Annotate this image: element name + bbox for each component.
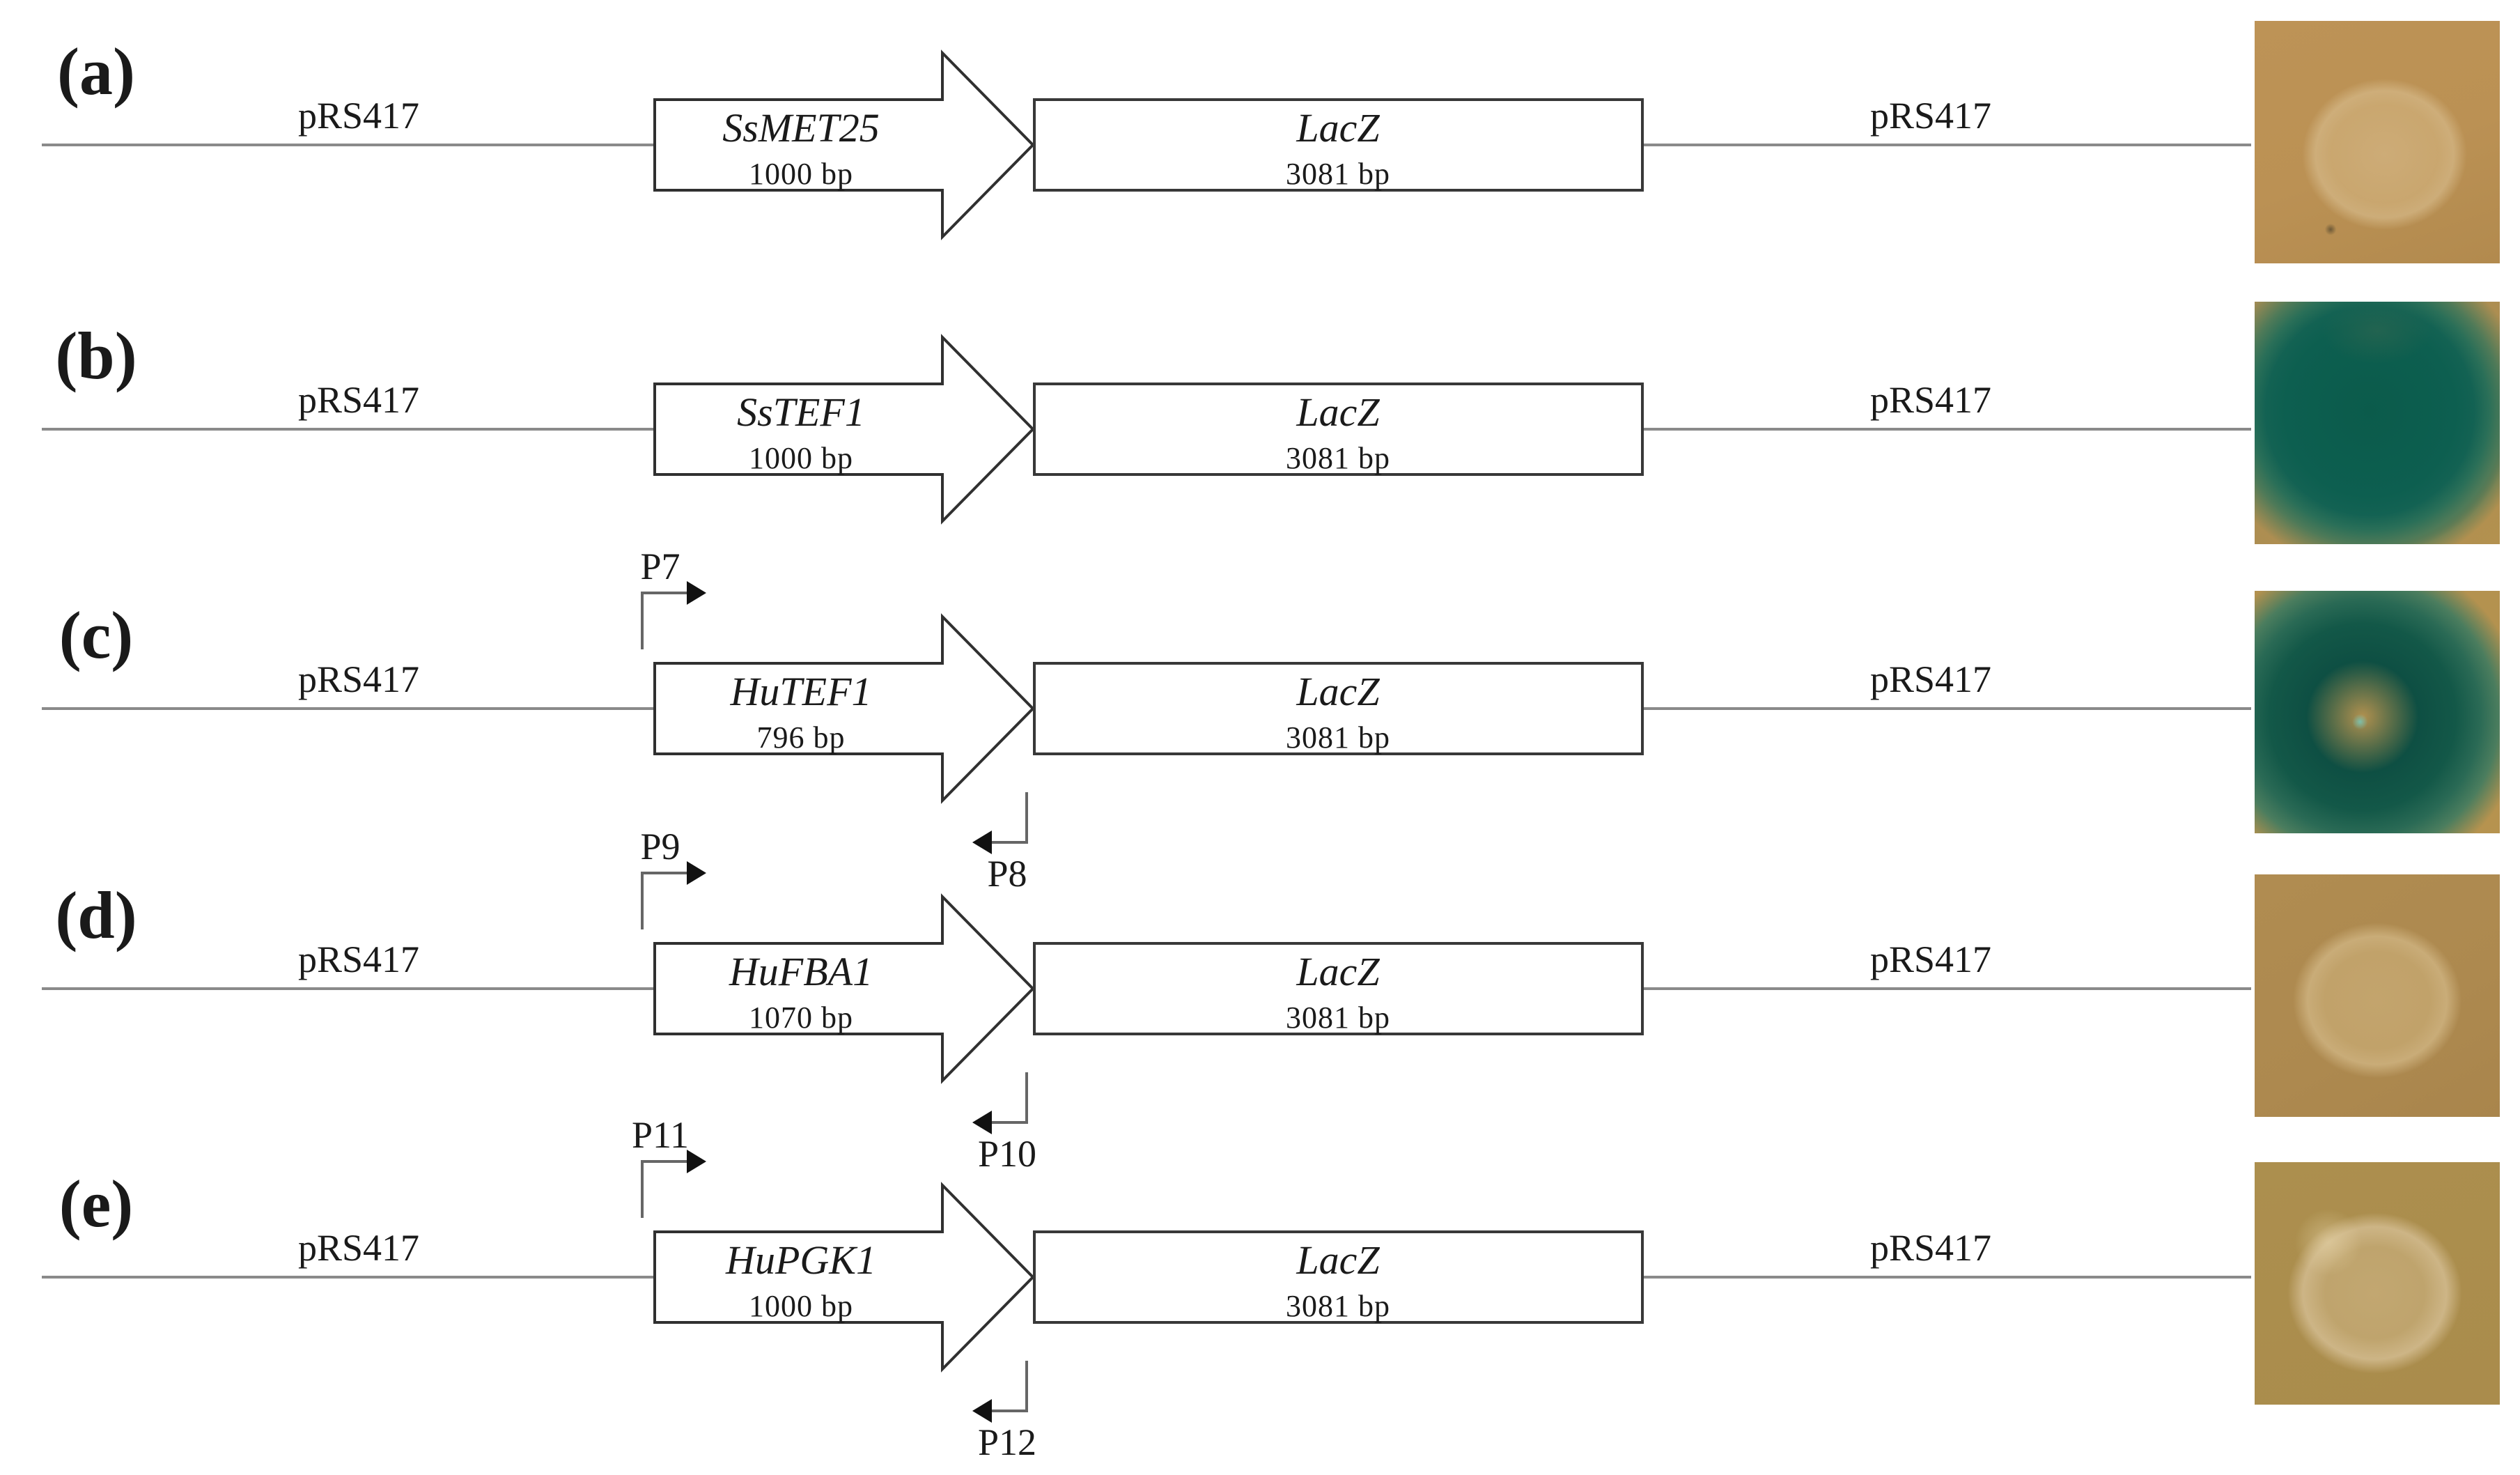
promoter-name-a: SsMET25 bbox=[722, 105, 880, 150]
reporter-name-c: LacZ bbox=[1296, 669, 1380, 714]
construct-row-c bbox=[42, 581, 2251, 854]
reverse-primer-arrowhead-icon bbox=[972, 1399, 992, 1423]
reporter-box bbox=[1033, 98, 1644, 192]
backbone-label-left-a: pRS417 bbox=[297, 95, 420, 137]
promoter-arrow-box bbox=[653, 334, 1035, 525]
reverse-primer-arrow-line bbox=[992, 1361, 1028, 1412]
row-label-e: (e) bbox=[59, 1166, 134, 1241]
row-label-a: (a) bbox=[57, 34, 135, 109]
row-label-b: (b) bbox=[55, 318, 137, 393]
construct-row-a bbox=[42, 49, 2251, 240]
promoter-arrow-box bbox=[653, 613, 1035, 804]
backbone-label-right-a: pRS417 bbox=[1869, 95, 1992, 137]
row-label-c: (c) bbox=[59, 598, 134, 672]
reporter-size-a: 3081 bp bbox=[1286, 157, 1390, 191]
promoter-size-d: 1070 bp bbox=[749, 1001, 853, 1035]
backbone-label-right-d: pRS417 bbox=[1869, 939, 1992, 980]
reporter-size-d: 3081 bp bbox=[1286, 1001, 1390, 1035]
reverse-primer-arrow-line bbox=[992, 1072, 1028, 1124]
forward-primer-label-c: P7 bbox=[640, 546, 680, 587]
construct-row-d bbox=[42, 861, 2251, 1134]
reverse-primer-label-c: P8 bbox=[987, 853, 1027, 895]
colony-photo-a bbox=[2255, 21, 2500, 263]
backbone-label-right-e: pRS417 bbox=[1869, 1227, 1992, 1269]
construct-row-e bbox=[42, 1150, 2251, 1423]
construct-row-b bbox=[42, 334, 2251, 525]
backbone-label-left-c: pRS417 bbox=[297, 658, 420, 700]
reporter-name-e: LacZ bbox=[1296, 1237, 1380, 1283]
reporter-box bbox=[1033, 383, 1644, 476]
promoter-arrow-box bbox=[653, 49, 1035, 240]
reporter-name-b: LacZ bbox=[1296, 389, 1380, 435]
promoter-size-c: 796 bp bbox=[756, 720, 846, 755]
promoter-arrow-box bbox=[653, 893, 1035, 1084]
reverse-primer-arrow-line bbox=[992, 792, 1028, 844]
promoter-name-e: HuPGK1 bbox=[726, 1237, 876, 1283]
row-label-d: (d) bbox=[55, 878, 137, 952]
forward-primer-arrowhead-icon bbox=[687, 861, 706, 885]
reporter-box bbox=[1033, 662, 1644, 755]
reporter-box bbox=[1033, 942, 1644, 1035]
forward-primer-arrow-line bbox=[641, 872, 687, 929]
reporter-size-b: 3081 bp bbox=[1286, 441, 1390, 475]
colony-photo-e bbox=[2255, 1162, 2500, 1405]
promoter-name-c: HuTEF1 bbox=[730, 669, 872, 714]
reverse-primer-arrowhead-icon bbox=[972, 831, 992, 854]
forward-primer-arrow-line bbox=[641, 592, 687, 649]
promoter-arrow-box bbox=[653, 1182, 1035, 1373]
reporter-name-a: LacZ bbox=[1296, 105, 1380, 150]
colony-photo-d bbox=[2255, 874, 2500, 1117]
colony-photo-c bbox=[2255, 591, 2500, 833]
reporter-box bbox=[1033, 1230, 1644, 1324]
backbone-label-left-d: pRS417 bbox=[297, 939, 420, 980]
colony-spot-a bbox=[2255, 21, 2500, 263]
reporter-size-e: 3081 bp bbox=[1286, 1289, 1390, 1323]
backbone-label-left-e: pRS417 bbox=[297, 1227, 420, 1269]
backbone-label-right-c: pRS417 bbox=[1869, 658, 1992, 700]
promoter-size-a: 1000 bp bbox=[749, 157, 853, 191]
promoter-name-b: SsTEF1 bbox=[737, 389, 865, 435]
colony-photo-b bbox=[2255, 302, 2500, 544]
colony-spot-b bbox=[2255, 302, 2500, 544]
reverse-primer-arrowhead-icon bbox=[972, 1111, 992, 1134]
forward-primer-arrow-line bbox=[641, 1160, 687, 1218]
forward-primer-arrowhead-icon bbox=[687, 581, 706, 605]
reporter-name-d: LacZ bbox=[1296, 949, 1380, 994]
forward-primer-arrowhead-icon bbox=[687, 1150, 706, 1173]
promoter-name-d: HuFBA1 bbox=[729, 949, 873, 994]
forward-primer-label-d: P9 bbox=[640, 826, 680, 867]
promoter-size-b: 1000 bp bbox=[749, 441, 853, 475]
forward-primer-label-e: P11 bbox=[631, 1114, 690, 1156]
reverse-primer-label-e: P12 bbox=[977, 1421, 1037, 1463]
reporter-size-c: 3081 bp bbox=[1286, 720, 1390, 755]
backbone-label-left-b: pRS417 bbox=[297, 379, 420, 421]
promoter-size-e: 1000 bp bbox=[749, 1289, 853, 1323]
reverse-primer-label-d: P10 bbox=[977, 1133, 1037, 1175]
backbone-label-right-b: pRS417 bbox=[1869, 379, 1992, 421]
